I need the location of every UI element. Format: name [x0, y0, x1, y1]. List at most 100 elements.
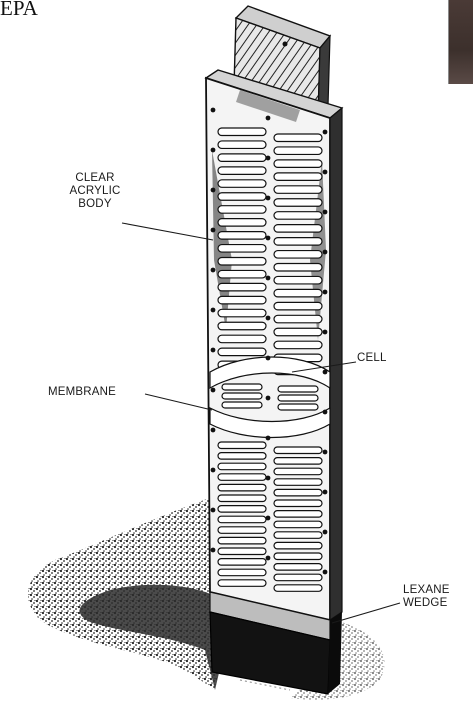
- bolt: [211, 188, 216, 193]
- cell-slot: [218, 495, 266, 502]
- cell-slot: [274, 251, 322, 258]
- bolt: [266, 436, 271, 441]
- cell-slot: [218, 219, 266, 227]
- cell-slot: [274, 199, 322, 207]
- label-clear-acrylic-body: CLEAR ACRYLIC BODY: [59, 172, 131, 211]
- bolt: [323, 370, 328, 375]
- bolt: [211, 348, 216, 353]
- cell-slot: [274, 186, 322, 194]
- label-acrylic: ACRYLIC: [59, 185, 131, 198]
- cell-slot: [218, 141, 266, 149]
- cell-slot: [218, 128, 266, 136]
- cell-slot: [274, 458, 322, 465]
- cell-slot: [222, 393, 262, 399]
- cell-slot: [278, 386, 318, 392]
- label-cell: CELL: [357, 352, 387, 365]
- cell-slot: [218, 463, 266, 470]
- bolt: [211, 388, 216, 393]
- cell-slot: [274, 574, 322, 581]
- cell-slot: [274, 564, 322, 571]
- cell-slot: [218, 245, 266, 253]
- bolt: [266, 356, 271, 361]
- cell-slot: [222, 384, 262, 390]
- bolt: [266, 396, 271, 401]
- bolt: [323, 210, 328, 215]
- cell-slot: [278, 395, 318, 401]
- bolt: [266, 556, 271, 561]
- cell-slot: [218, 322, 266, 330]
- cell-slot: [274, 302, 322, 310]
- label-lexane-wedge: LEXANE WEDGE: [403, 584, 450, 610]
- cell-slot: [218, 559, 266, 566]
- cell-slot: [218, 193, 266, 201]
- cell-slot: [218, 484, 266, 491]
- cell-slot: [274, 147, 322, 155]
- cell-slot: [274, 479, 322, 486]
- bolt: [266, 196, 271, 201]
- cell-slot: [218, 548, 266, 555]
- bolt: [266, 516, 271, 521]
- cell-slot: [218, 527, 266, 534]
- cell-slot: [274, 264, 322, 272]
- cell-slot: [218, 537, 266, 544]
- cell-slot: [218, 580, 266, 587]
- label-wedge: WEDGE: [403, 597, 450, 610]
- cell-slot: [218, 516, 266, 523]
- cell-slot: [218, 442, 266, 449]
- cell-slot: [218, 167, 266, 175]
- cell-slot: [218, 506, 266, 512]
- bolt: [323, 410, 328, 415]
- cell-slot: [274, 328, 322, 336]
- bolt: [266, 236, 271, 241]
- cell-slot: [218, 206, 266, 214]
- label-membrane: MEMBRANE: [48, 386, 116, 399]
- bolt: [323, 330, 328, 335]
- bolt: [323, 250, 328, 255]
- bolt: [266, 476, 271, 481]
- bolt: [211, 148, 216, 153]
- cell-slot: [274, 315, 322, 323]
- cell-slot: [274, 542, 322, 549]
- cell-slot: [274, 532, 322, 539]
- cell-slot: [274, 212, 322, 220]
- bolt: [323, 130, 328, 135]
- cell-slot: [274, 447, 322, 454]
- cell-slot: [274, 489, 322, 496]
- bolt: [323, 530, 328, 535]
- cell-slot: [218, 348, 266, 356]
- bolt: [211, 548, 216, 553]
- bolt: [211, 308, 216, 313]
- cell-slot: [274, 173, 322, 181]
- bolt: [211, 428, 216, 433]
- bolt: [323, 170, 328, 175]
- bolt: [266, 316, 271, 321]
- bolt: [323, 490, 328, 495]
- cell-slot: [218, 309, 266, 317]
- cell-slot: [274, 511, 322, 517]
- cell-slot: [218, 232, 266, 240]
- cell-slot: [218, 474, 266, 481]
- bolt: [323, 450, 328, 455]
- bolt: [211, 468, 216, 473]
- cell-slot: [274, 225, 322, 233]
- bolt: [266, 156, 271, 161]
- cell-slot: [274, 276, 322, 284]
- cell-slot: [274, 289, 322, 297]
- cell-slot: [278, 404, 318, 410]
- label-lexane: LEXANE: [403, 584, 450, 597]
- bolt: [211, 108, 216, 113]
- cell-slot: [274, 238, 322, 246]
- cell-slot: [218, 335, 266, 343]
- cell-slot: [218, 154, 266, 162]
- cell-slot: [218, 180, 266, 188]
- cell-slot: [274, 521, 322, 528]
- bolt: [323, 570, 328, 575]
- cell-slot: [218, 569, 266, 576]
- cell-slot: [218, 296, 266, 304]
- cell-slot: [274, 341, 322, 349]
- bolt: [211, 268, 216, 273]
- cell-slot: [218, 270, 266, 278]
- bolt: [323, 290, 328, 295]
- cell-slot: [218, 283, 266, 291]
